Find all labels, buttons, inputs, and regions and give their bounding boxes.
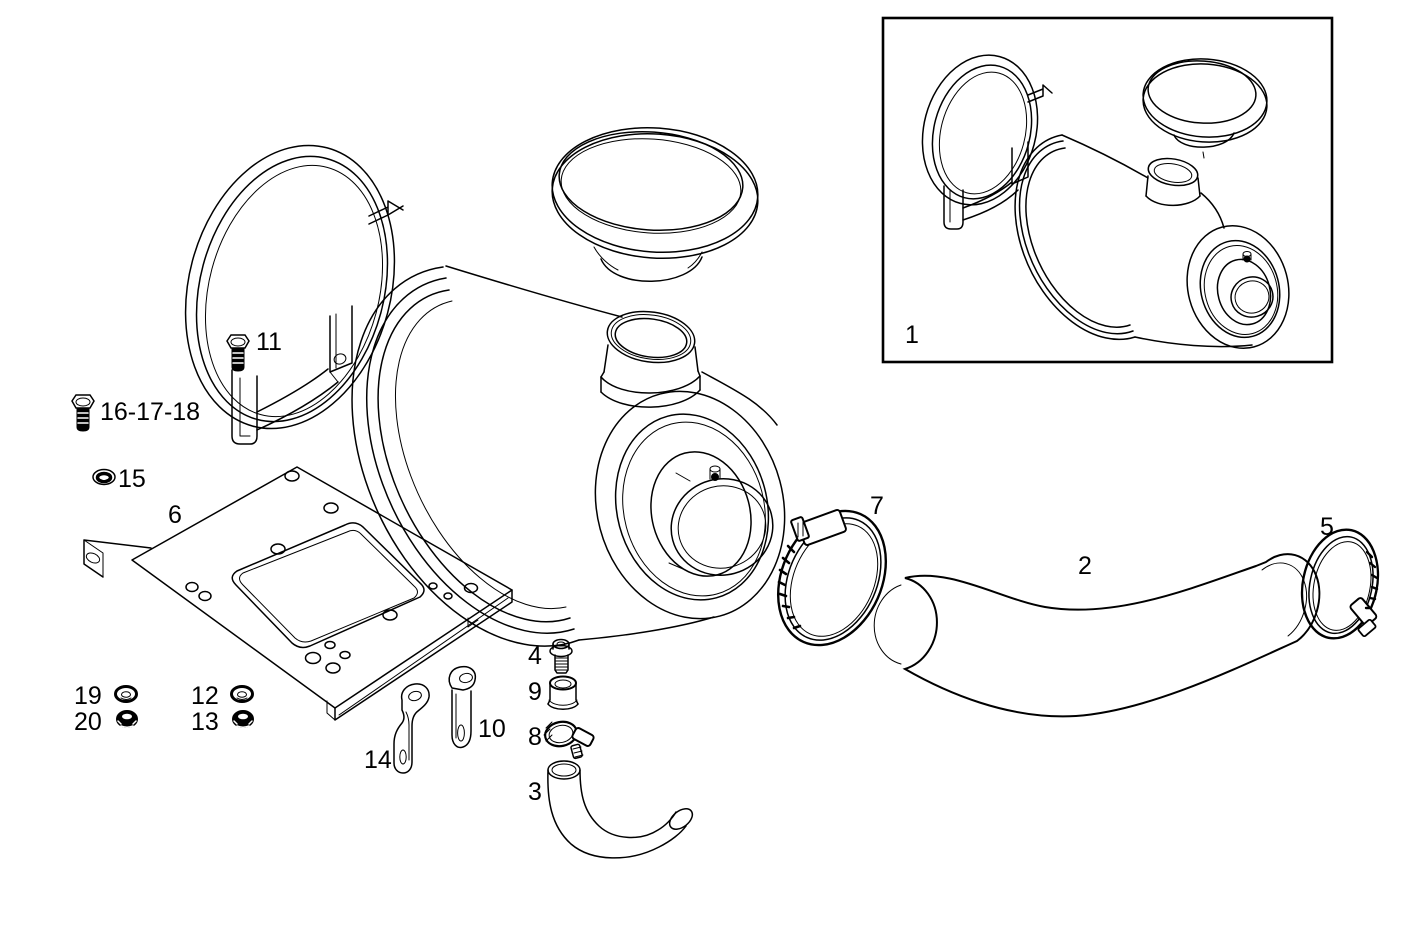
hose-clamp-5: 5 xyxy=(1300,513,1380,640)
part-label-13: 13 xyxy=(191,708,219,736)
support-bracket: 6 xyxy=(83,466,513,721)
part-label-16-17-18: 16-17-18 xyxy=(100,398,200,426)
screw-4: 4 xyxy=(528,638,573,674)
part-label-8: 8 xyxy=(528,723,542,751)
part-label-1: 1 xyxy=(905,321,919,349)
washer-15: 15 xyxy=(92,465,146,493)
part-label-4: 4 xyxy=(528,642,542,670)
part-label-10: 10 xyxy=(478,715,506,743)
part-label-15: 15 xyxy=(118,465,146,493)
spacer-9: 9 xyxy=(528,675,579,710)
bracket-14: 14 xyxy=(364,683,430,774)
part-label-11: 11 xyxy=(256,328,282,356)
rain-cap xyxy=(551,126,759,282)
air-hose-2: 2 xyxy=(873,552,1321,718)
inset-border xyxy=(881,16,1334,364)
part-label-9: 9 xyxy=(528,678,542,706)
hex-bolt-11: 11 xyxy=(226,328,282,372)
part-label-12: 12 xyxy=(191,682,219,710)
part-label-7: 7 xyxy=(870,492,884,520)
nut-20: 20 xyxy=(74,708,138,736)
part-label-20: 20 xyxy=(74,708,102,736)
bracket-10: 10 xyxy=(448,665,506,749)
inset-rain-cap xyxy=(1142,58,1268,159)
washer-19: 19 xyxy=(74,682,138,710)
bolt-16-17-18: 16-17-18 xyxy=(71,394,200,432)
elbow-hose-3: 3 xyxy=(528,760,694,859)
inlet-neck xyxy=(600,310,701,408)
inset-air-cleaner-body xyxy=(1014,134,1290,350)
part-label-2: 2 xyxy=(1078,552,1092,580)
hose-clamp-8: 8 xyxy=(528,720,595,760)
assembly-inset-box: 1 xyxy=(881,16,1334,364)
vacuum-nipple xyxy=(709,465,721,481)
inset-vacuum-nipple xyxy=(1242,251,1252,263)
part-label-19: 19 xyxy=(74,682,102,710)
nut-13: 13 xyxy=(191,708,254,736)
inset-mounting-band xyxy=(921,54,1053,230)
part-label-3: 3 xyxy=(528,778,542,806)
air-cleaner-body xyxy=(351,265,786,647)
mounting-band xyxy=(184,144,404,445)
washer-12: 12 xyxy=(191,682,254,710)
part-label-14: 14 xyxy=(364,746,392,774)
part-label-6: 6 xyxy=(168,501,182,529)
hose-clamp-7: 7 xyxy=(776,492,888,647)
part-label-5: 5 xyxy=(1320,513,1334,541)
